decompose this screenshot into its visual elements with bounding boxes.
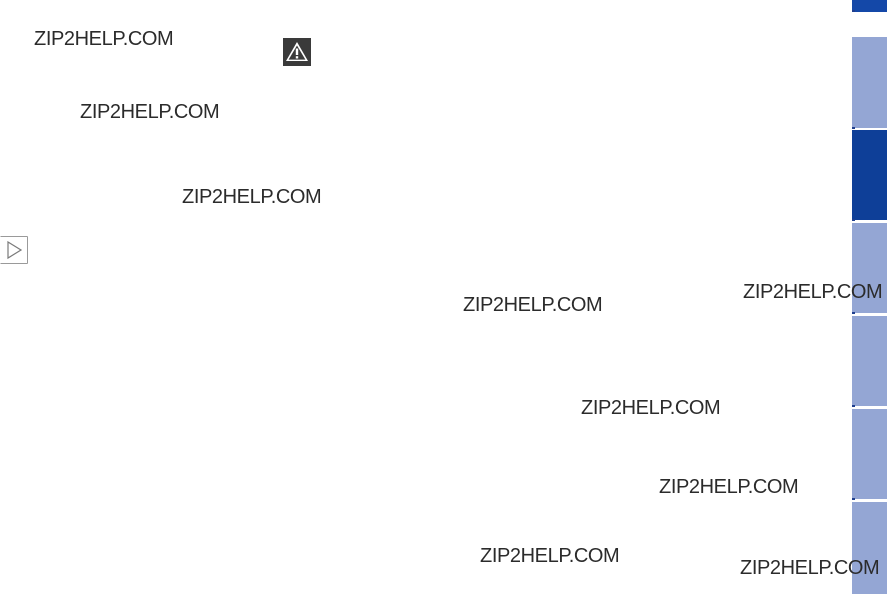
watermark-text: ZIP2HELP.COM: [463, 294, 603, 316]
warning-triangle-icon: [283, 38, 311, 66]
side-tab-strip: [852, 0, 887, 594]
side-tab-1[interactable]: [852, 37, 887, 128]
side-tab-divider: [852, 10, 855, 12]
watermark-text: ZIP2HELP.COM: [34, 28, 174, 50]
watermark-text: ZIP2HELP.COM: [659, 476, 799, 498]
watermark-text: ZIP2HELP.COM: [182, 186, 322, 208]
side-tab-divider: [852, 498, 855, 500]
watermark-text: ZIP2HELP.COM: [743, 281, 883, 303]
side-tab-divider: [852, 405, 855, 407]
side-tab-top[interactable]: [852, 0, 887, 12]
side-tab-divider: [852, 312, 855, 314]
watermark-text: ZIP2HELP.COM: [581, 397, 721, 419]
watermark-text: ZIP2HELP.COM: [740, 557, 880, 579]
play-triangle-icon: [0, 236, 28, 264]
side-tab-3[interactable]: [852, 223, 887, 313]
side-tab-divider: [852, 219, 855, 221]
side-tab-2-active[interactable]: [852, 130, 887, 220]
side-tab-divider: [852, 127, 855, 129]
side-tab-5[interactable]: [852, 409, 887, 499]
side-tab-4[interactable]: [852, 316, 887, 406]
side-tab-6[interactable]: [852, 502, 887, 594]
watermark-text: ZIP2HELP.COM: [480, 545, 620, 567]
watermark-text: ZIP2HELP.COM: [80, 101, 220, 123]
